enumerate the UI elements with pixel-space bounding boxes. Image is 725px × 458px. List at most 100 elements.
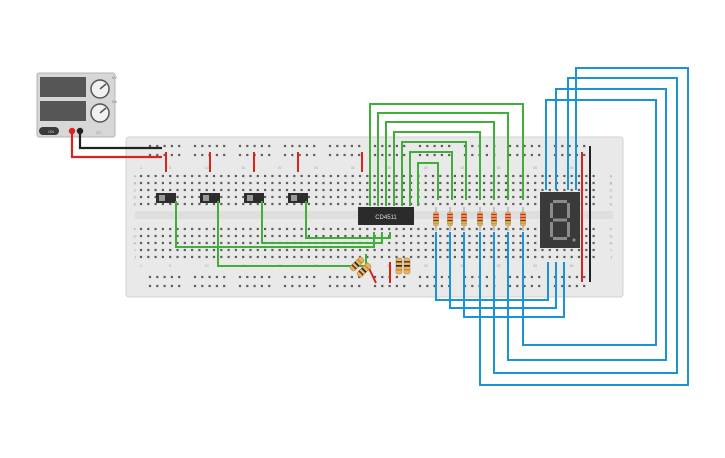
breadboard-hole[interactable] [350, 275, 353, 279]
breadboard-hole[interactable] [249, 227, 252, 231]
breadboard-hole[interactable] [271, 248, 274, 252]
breadboard-hole[interactable] [431, 255, 435, 259]
breadboard-hole[interactable] [183, 227, 186, 231]
breadboard-hole[interactable] [358, 248, 362, 252]
breadboard-hole[interactable] [366, 188, 369, 192]
breadboard-hole[interactable] [220, 234, 223, 238]
breadboard-hole[interactable] [260, 153, 263, 157]
breadboard-hole[interactable] [278, 234, 281, 238]
breadboard-hole[interactable] [485, 144, 488, 148]
breadboard-hole[interactable] [315, 227, 318, 231]
breadboard-hole[interactable] [139, 202, 143, 206]
breadboard-hole[interactable] [583, 275, 586, 279]
breadboard-hole[interactable] [328, 153, 332, 157]
breadboard-hole[interactable] [424, 234, 427, 238]
breadboard-hole[interactable] [198, 234, 201, 238]
breadboard-hole[interactable] [548, 188, 551, 192]
breadboard-hole[interactable] [468, 227, 471, 231]
breadboard-hole[interactable] [519, 227, 522, 231]
breadboard-hole[interactable] [504, 255, 508, 259]
breadboard-hole[interactable] [461, 227, 464, 231]
breadboard-hole[interactable] [497, 255, 500, 259]
breadboard-hole[interactable] [530, 153, 533, 157]
breadboard-hole[interactable] [343, 284, 346, 288]
breadboard-hole[interactable] [519, 188, 522, 192]
breadboard-hole[interactable] [283, 284, 287, 288]
breadboard-hole[interactable] [534, 174, 537, 178]
breadboard-hole[interactable] [483, 241, 486, 245]
breadboard-hole[interactable] [315, 234, 318, 238]
breadboard-hole[interactable] [147, 181, 150, 185]
breadboard-hole[interactable] [322, 174, 325, 178]
breadboard-hole[interactable] [497, 241, 500, 245]
breadboard-hole[interactable] [418, 144, 422, 148]
breadboard-hole[interactable] [439, 202, 442, 206]
breadboard-hole[interactable] [307, 188, 310, 192]
breadboard-hole[interactable] [161, 174, 164, 178]
breadboard-hole[interactable] [169, 248, 172, 252]
breadboard-hole[interactable] [183, 195, 186, 199]
breadboard-hole[interactable] [446, 227, 449, 231]
breadboard-hole[interactable] [264, 188, 267, 192]
breadboard-hole[interactable] [198, 174, 201, 178]
breadboard-hole[interactable] [147, 234, 150, 238]
breadboard-hole[interactable] [523, 284, 526, 288]
breadboard-hole[interactable] [285, 202, 289, 206]
breadboard-hole[interactable] [148, 153, 152, 157]
breadboard-hole[interactable] [156, 284, 159, 288]
breadboard-hole[interactable] [329, 195, 332, 199]
breadboard-hole[interactable] [366, 227, 369, 231]
cd4511-chip[interactable]: CD4511 [358, 207, 414, 225]
breadboard-hole[interactable] [568, 153, 571, 157]
breadboard-hole[interactable] [366, 234, 369, 238]
breadboard-hole[interactable] [283, 153, 287, 157]
breadboard-hole[interactable] [249, 248, 252, 252]
breadboard-hole[interactable] [183, 248, 186, 252]
breadboard-hole[interactable] [366, 174, 369, 178]
breadboard-hole[interactable] [253, 284, 256, 288]
breadboard-hole[interactable] [483, 202, 486, 206]
breadboard-hole[interactable] [548, 181, 551, 185]
breadboard-hole[interactable] [234, 202, 237, 206]
breadboard-hole[interactable] [461, 195, 464, 199]
breadboard-hole[interactable] [351, 174, 354, 178]
breadboard-hole[interactable] [300, 174, 303, 178]
green-wire[interactable] [385, 121, 495, 206]
breadboard-hole[interactable] [154, 181, 157, 185]
breadboard-hole[interactable] [305, 153, 308, 157]
breadboard-hole[interactable] [439, 234, 442, 238]
green-output-wires[interactable] [369, 103, 524, 206]
breadboard-hole[interactable] [504, 234, 508, 238]
breadboard-hole[interactable] [453, 248, 456, 252]
breadboard-hole[interactable] [322, 202, 325, 206]
breadboard-hole[interactable] [212, 241, 216, 245]
breadboard-hole[interactable] [307, 202, 310, 206]
breadboard-hole[interactable] [410, 195, 413, 199]
breadboard-hole[interactable] [490, 234, 493, 238]
breadboard-hole[interactable] [592, 255, 595, 259]
breadboard-hole[interactable] [519, 255, 522, 259]
breadboard-hole[interactable] [380, 181, 383, 185]
slide-switch-knob[interactable] [291, 195, 297, 201]
breadboard-hole[interactable] [468, 195, 471, 199]
breadboard-hole[interactable] [475, 227, 478, 231]
breadboard-hole[interactable] [256, 227, 259, 231]
breadboard-hole[interactable] [417, 255, 420, 259]
breadboard-hole[interactable] [147, 241, 150, 245]
breadboard-hole[interactable] [497, 195, 500, 199]
breadboard-hole[interactable] [201, 144, 204, 148]
breadboard-hole[interactable] [227, 227, 230, 231]
breadboard-hole[interactable] [208, 275, 211, 279]
breadboard-hole[interactable] [293, 202, 296, 206]
breadboard-hole[interactable] [426, 284, 429, 288]
breadboard-hole[interactable] [285, 174, 289, 178]
breadboard-hole[interactable] [156, 153, 159, 157]
breadboard-hole[interactable] [351, 255, 354, 259]
breadboard-hole[interactable] [242, 181, 245, 185]
breadboard-hole[interactable] [534, 227, 537, 231]
breadboard-hole[interactable] [490, 248, 493, 252]
breadboard-hole[interactable] [307, 234, 310, 238]
breadboard-hole[interactable] [468, 188, 471, 192]
breadboard-hole[interactable] [538, 275, 541, 279]
breadboard-hole[interactable] [313, 144, 316, 148]
